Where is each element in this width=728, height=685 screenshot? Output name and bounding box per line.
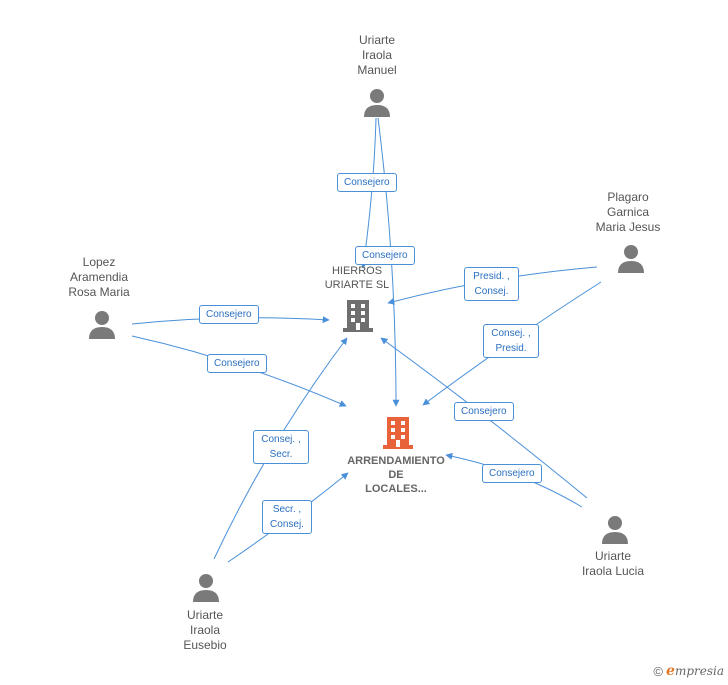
label-line: Uriarte [594,549,632,563]
brand-initial: e [666,663,675,679]
brand-text: mpresia [674,664,724,678]
person-lopez-label: Lopez Aramendia Rosa Maria [68,255,129,300]
company-arrendamiento-label[interactable]: ARRENDAMIENTO DE LOCALES... [347,454,445,496]
label-line: Iraola [361,48,393,62]
edge-label-text: Consejero [362,250,408,261]
label-line: Uriarte [358,33,396,47]
label-line: LOCALES... [365,483,427,495]
edge-label-eusebio-arr[interactable]: Secr. , Consej. [262,500,312,534]
label-line: Maria Jesus [595,220,661,234]
edge-label-text: Consejero [461,406,507,417]
edge-label-text: Secr. , [272,504,302,515]
person-eusebio-label: Uriarte Iraola Eusebio [183,608,226,653]
label-line: ARRENDAMIENTO [347,455,445,467]
label-line: Iraola [189,623,221,637]
building-icon[interactable] [343,298,373,332]
person-manuel-label: Uriarte Iraola Manuel [357,33,396,78]
label-line: Plagaro [607,190,649,204]
edge-label-text: Presid. , [473,271,510,282]
label-line: URIARTE SL [324,279,390,291]
edge-label-text: Consej. , [491,328,531,339]
person-icon[interactable] [192,573,220,603]
label-line: Uriarte [186,608,223,622]
target-building-icon[interactable] [383,415,413,449]
copyright-symbol: © [653,663,664,679]
person-icon[interactable] [617,244,645,274]
edge-label-lucia-arr[interactable]: Consejero [482,464,542,483]
edge-label-text: Consej. [270,519,304,530]
label-line: Eusebio [183,638,227,652]
person-icon[interactable] [88,310,116,340]
edge-label-manuel-arr[interactable]: Consejero [355,246,415,265]
edge-label-lucia-hierros[interactable]: Consejero [454,402,514,421]
label-line: Iraola Lucia [581,564,645,578]
edge-label-text: Presid. [495,343,527,354]
label-line: Lopez [82,255,116,269]
edge-label-plagaro-hierros[interactable]: Presid. , Consej. [464,267,519,301]
edge-label-text: Consejero [489,468,535,479]
person-icon[interactable] [601,515,629,545]
edge-label-text: Consej. , [261,434,301,445]
edge-label-lopez-hierros[interactable]: Consejero [199,305,259,324]
company-hierros-label: HIERROS URIARTE SL [325,264,390,292]
brand-logo[interactable]: empresia [666,663,724,679]
label-line: Garnica [606,205,650,219]
edge-label-eusebio-hierros[interactable]: Consej. , Secr. [253,430,309,464]
edge-label-text: Consejero [206,309,252,320]
edge-label-plagaro-arr[interactable]: Consej. , Presid. [483,324,539,358]
edge-label-text: Consejero [214,358,260,369]
label-line: Rosa Maria [68,285,130,299]
label-line: Aramendia [69,270,129,284]
person-lucia-label: Uriarte Iraola Lucia [582,549,644,579]
edge-label-lopez-arr[interactable]: Consejero [207,354,267,373]
person-icon[interactable] [363,88,391,118]
footer-branding: © empresia [653,663,724,679]
edge-label-text: Consej. [474,286,509,297]
person-plagaro-label: Plagaro Garnica Maria Jesus [596,190,661,235]
label-line: Manuel [357,63,397,77]
edge-label-text: Consejero [344,177,390,188]
label-line: DE [388,469,404,481]
label-line: HIERROS [331,265,383,277]
edge-label-manuel-hierros[interactable]: Consejero [337,173,397,192]
edge-label-text: Secr. [269,449,293,460]
